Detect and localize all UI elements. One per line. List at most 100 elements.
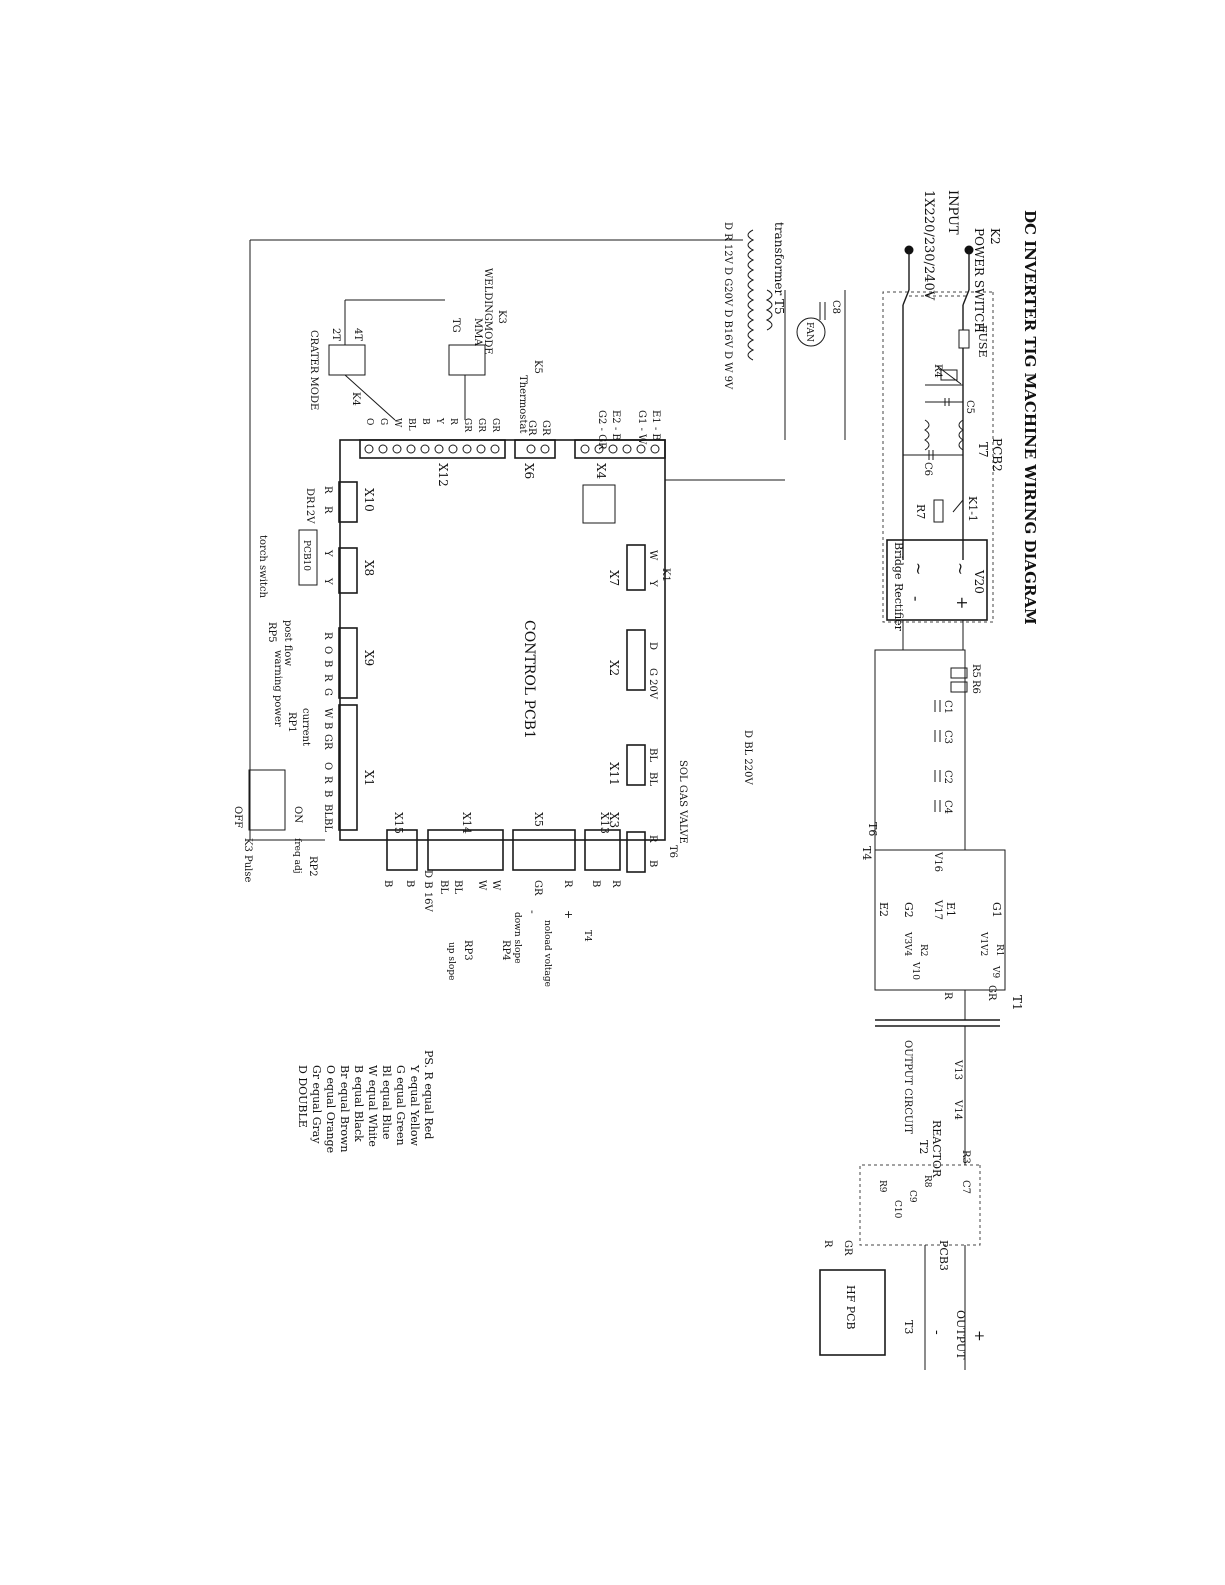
svg-text:C4: C4 [942,800,953,814]
x15-connector [386,829,418,871]
svg-text:K1: K1 [660,568,671,582]
svg-text:R: R [822,1240,833,1248]
svg-text:Y: Y [647,579,658,587]
svg-text:O: O [364,418,374,425]
svg-text:Y: Y [322,577,333,585]
svg-text:T2: T2 [917,1140,930,1154]
svg-text:T4: T4 [582,930,592,942]
svg-text:MMA: MMA [472,318,483,346]
x2-connector [626,629,646,691]
svg-text:R5: R5 [970,664,981,678]
svg-text:X8: X8 [362,560,376,576]
svg-text:noload voltage: noload voltage [542,920,552,987]
svg-text:R: R [322,486,333,494]
svg-text:X14: X14 [460,812,473,834]
t5-taps: D R 12V D G20V D B16V D W 9V [722,222,733,390]
pcb10-box [298,529,318,586]
svg-text:K5: K5 [532,360,543,374]
svg-text:R8: R8 [922,1175,932,1188]
svg-text:E2 - B: E2 - B [610,410,621,441]
x7-connector [626,544,646,591]
svg-text:G2: G2 [902,902,915,918]
svg-text:B: B [647,860,658,867]
c8-label: C8 [830,300,841,314]
k3-pulse-switch [248,769,286,831]
svg-text:V4: V4 [902,943,912,956]
svg-text:warning power: warning power [272,650,283,727]
svg-text:X10: X10 [362,488,376,512]
fan-label: FAN [804,322,814,342]
c6-label: C6 [922,462,933,476]
pcb1-transformer [582,484,616,524]
svg-text:K3 Pulse: K3 Pulse [242,838,253,883]
svg-text:GR: GR [476,418,486,432]
pcb2-outline [882,291,994,623]
svg-text:E1: E1 [944,902,957,917]
svg-text:X4: X4 [594,463,608,480]
svg-text:E2: E2 [877,902,890,917]
x8-connector [338,547,358,594]
svg-text:V10: V10 [910,961,920,980]
svg-text:B: B [322,722,333,729]
svg-text:G: G [322,688,333,696]
svg-text:V14: V14 [952,1099,963,1120]
svg-text:GR: GR [532,880,543,896]
svg-text:W: W [490,880,501,891]
svg-text:X5: X5 [532,812,545,827]
svg-text:~: ~ [951,562,970,575]
r7-label: R7 [914,504,927,519]
svg-text:+: + [971,1330,987,1342]
svg-text:W equal White: W equal White [366,1065,379,1147]
svg-text:C9: C9 [907,1190,917,1203]
svg-text:D BL 220V: D BL 220V [742,730,753,785]
svg-text:Bl equal Blue: Bl equal Blue [380,1065,393,1140]
svg-text:REACTOR: REACTOR [930,1120,943,1178]
pcb3-outline [859,1164,981,1246]
x14-connector [427,829,504,871]
svg-text:D B 16V: D B 16V [422,870,433,912]
svg-text:R1: R1 [994,944,1004,957]
svg-text:~: ~ [909,562,928,575]
svg-text:T6: T6 [667,845,678,858]
svg-text:X9: X9 [362,650,376,666]
svg-text:X2: X2 [607,660,621,676]
svg-text:G 20V: G 20V [647,668,658,700]
svg-text:post flow: post flow [282,620,293,666]
svg-text:X11: X11 [607,762,621,786]
x12-connector [359,439,506,459]
svg-text:OFF: OFF [232,806,243,828]
svg-text:Y: Y [322,549,333,557]
svg-text:BL: BL [438,880,449,894]
svg-text:R2: R2 [918,944,928,957]
svg-text:R: R [647,835,658,843]
svg-text:BL: BL [647,772,658,786]
svg-text:BL: BL [452,880,463,894]
power-switch-label: POWER SWITCH [972,228,986,333]
svg-text:X7: X7 [607,570,621,586]
svg-text:V1: V1 [978,931,988,944]
svg-text:V2: V2 [978,943,988,956]
x13-connector [584,829,621,871]
svg-text:GR: GR [842,1240,853,1256]
svg-text:T6: T6 [866,822,879,836]
svg-text:R: R [942,992,953,1000]
svg-text:-: - [907,596,926,601]
svg-text:W: W [647,550,658,561]
svg-text:RP2: RP2 [307,856,318,877]
k1-1-label: K1-1 [966,496,979,522]
svg-text:D DOUBLE: D DOUBLE [296,1065,309,1128]
svg-text:G equal Green: G equal Green [394,1065,407,1146]
svg-text:BL: BL [322,804,333,818]
svg-text:O: O [322,762,333,770]
svg-text:V13: V13 [952,1059,963,1080]
svg-text:V3: V3 [902,931,912,944]
svg-text:PCB3: PCB3 [937,1240,950,1271]
t7-label: T7 [976,442,990,458]
svg-text:W: W [476,880,487,891]
svg-text:R9: R9 [877,1180,887,1193]
svg-text:V9: V9 [990,965,1000,978]
svg-text:B: B [322,790,333,797]
rotated-drawing: DC INVERTER TIG MACHINE WIRING DIAGRAM I… [232,190,1039,1370]
svg-text:T4: T4 [860,846,873,860]
x9-connector [338,627,358,699]
